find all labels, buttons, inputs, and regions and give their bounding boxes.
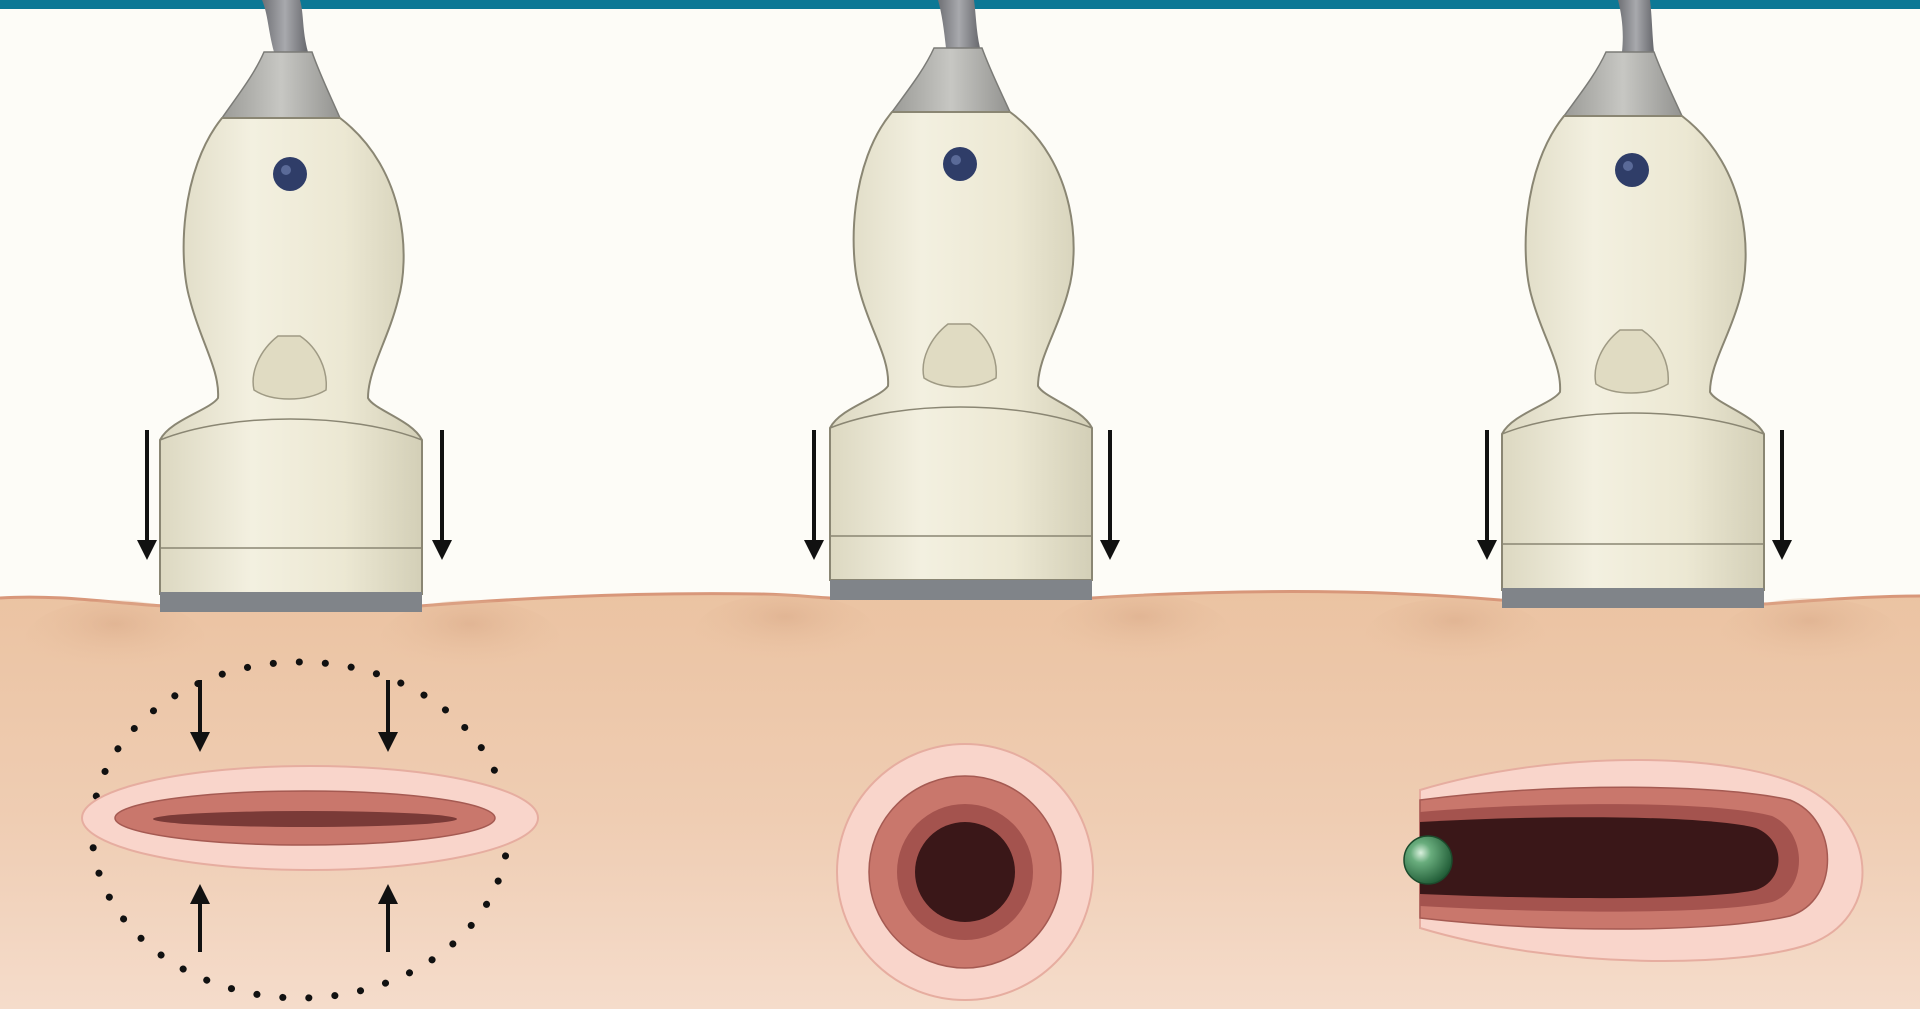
probe-indicator-button bbox=[1615, 153, 1649, 187]
probe-indicator-button bbox=[273, 157, 307, 191]
thrombus bbox=[1404, 836, 1452, 884]
panel-transverse-vessel bbox=[837, 744, 1093, 1000]
vein-lumen-collapsed bbox=[153, 811, 457, 827]
vessel-lumen bbox=[915, 822, 1015, 922]
probe-footer bbox=[1502, 588, 1764, 608]
probe-footer bbox=[830, 580, 1092, 600]
probe-cable bbox=[1618, 0, 1654, 52]
probe-footer bbox=[160, 592, 422, 612]
probe-indicator-button bbox=[943, 147, 977, 181]
vessel-lumen bbox=[1420, 817, 1779, 898]
panel-longitudinal-thrombus bbox=[1404, 760, 1863, 961]
